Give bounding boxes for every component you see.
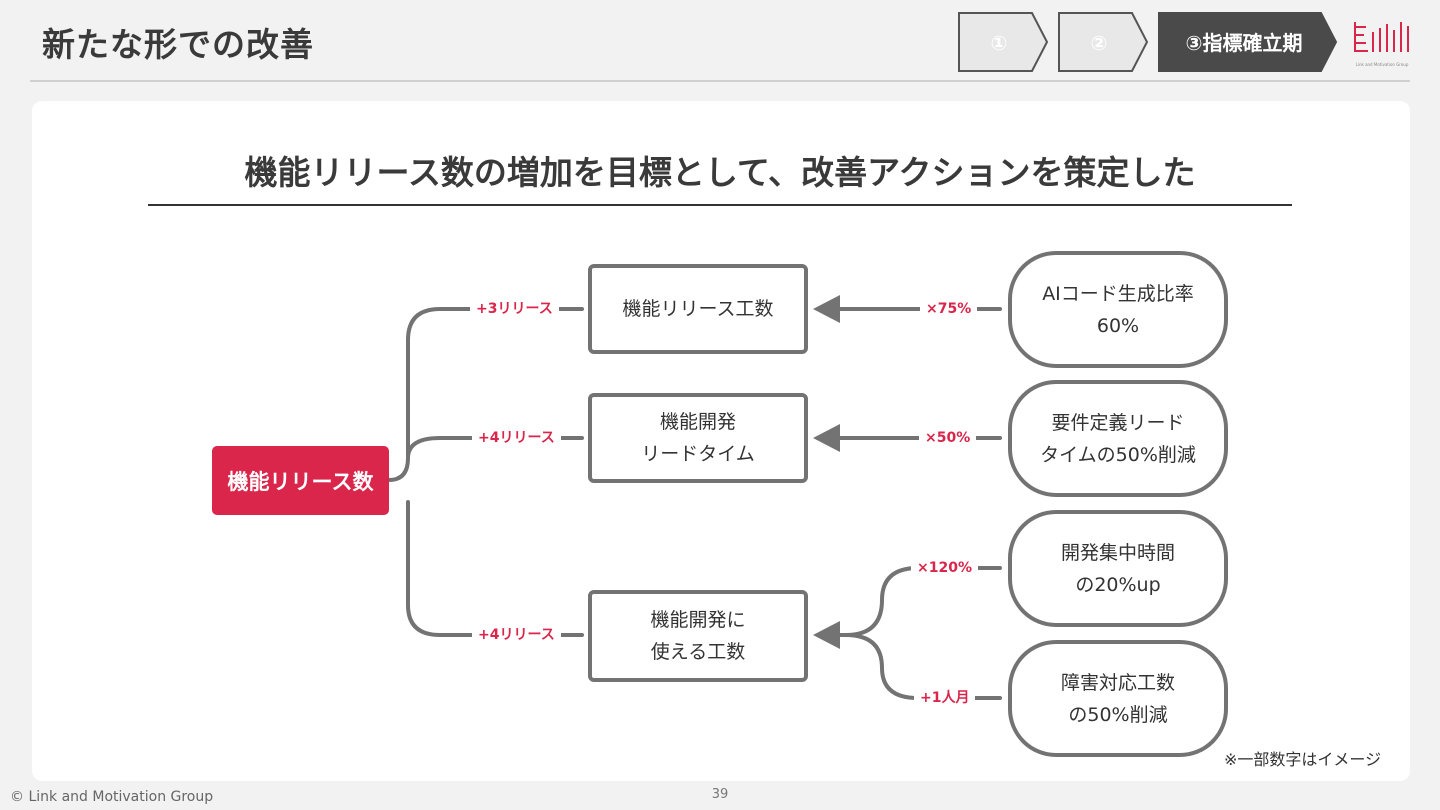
action-line: タイムの50%削減 [1040,443,1196,466]
merge-connector [824,566,1002,700]
multiplier-label-2: ×50% [919,428,977,448]
action-incident: 障害対応工数 の50%削減 [1008,640,1228,757]
step-indicator [958,12,1338,72]
step-1-shape [958,12,1049,72]
root-node: 機能リリース数 [212,446,389,515]
company-logo [1354,22,1409,52]
branch-label-2: +4リリース [472,428,561,448]
metric-box-line: 機能開発 [659,411,736,433]
headline-divider [148,204,1292,206]
step-3-label: ③指標確立期 [1185,31,1303,55]
title-divider [30,80,1410,82]
action-line: の20%up [1075,573,1161,596]
action-focus-time: 開発集中時間 の20%up [1008,510,1228,627]
branch-label-1: +3リリース [470,299,559,319]
root-brace [387,307,584,637]
action-requirements: 要件定義リード タイムの50%削減 [1008,380,1228,497]
metric-box-line: 機能リリース工数 [622,298,774,320]
step-3-shape [1158,12,1338,72]
action-line: 開発集中時間 [1060,541,1175,564]
step-2-label: ② [1090,31,1108,55]
action-line: 要件定義リード [1051,411,1185,434]
arrowhead-3 [813,621,840,649]
footnote: ※一部数字はイメージ [1224,750,1382,769]
metric-box-dev-capacity: 機能開発に 使える工数 [588,590,808,682]
metric-box-line: 使える工数 [650,641,746,663]
arrowhead-1 [813,295,840,323]
multiplier-label-1: ×75% [920,299,978,319]
multiplier-label-4: +1人月 [914,688,976,708]
metric-box-release-effort: 機能リリース工数 [588,264,808,354]
action-line: 60% [1096,314,1140,337]
slide-title: 新たな形での改善 [42,25,314,64]
step-2-shape [1058,12,1149,72]
metric-box-line: 機能開発に [650,609,746,631]
action-line: 障害対応工数 [1060,671,1175,694]
page-number: 39 [711,787,729,802]
copyright: © Link and Motivation Group [10,789,214,805]
branch-label-3: +4リリース [472,625,561,645]
metric-box-line: リードタイム [641,443,755,465]
arrowhead-2 [813,424,840,452]
step-1-label: ① [990,31,1008,55]
multiplier-label-3: ×120% [911,558,978,578]
logo-caption: Link and Motivation Group [1355,62,1409,67]
headline: 機能リリース数の増加を目標として、改善アクションを策定した [244,153,1196,192]
metric-box-lead-time: 機能開発 リードタイム [588,393,808,483]
action-line: の50%削減 [1068,703,1168,726]
action-line: AIコード生成比率 [1042,282,1194,305]
action-ai-code: AIコード生成比率 60% [1008,251,1228,368]
